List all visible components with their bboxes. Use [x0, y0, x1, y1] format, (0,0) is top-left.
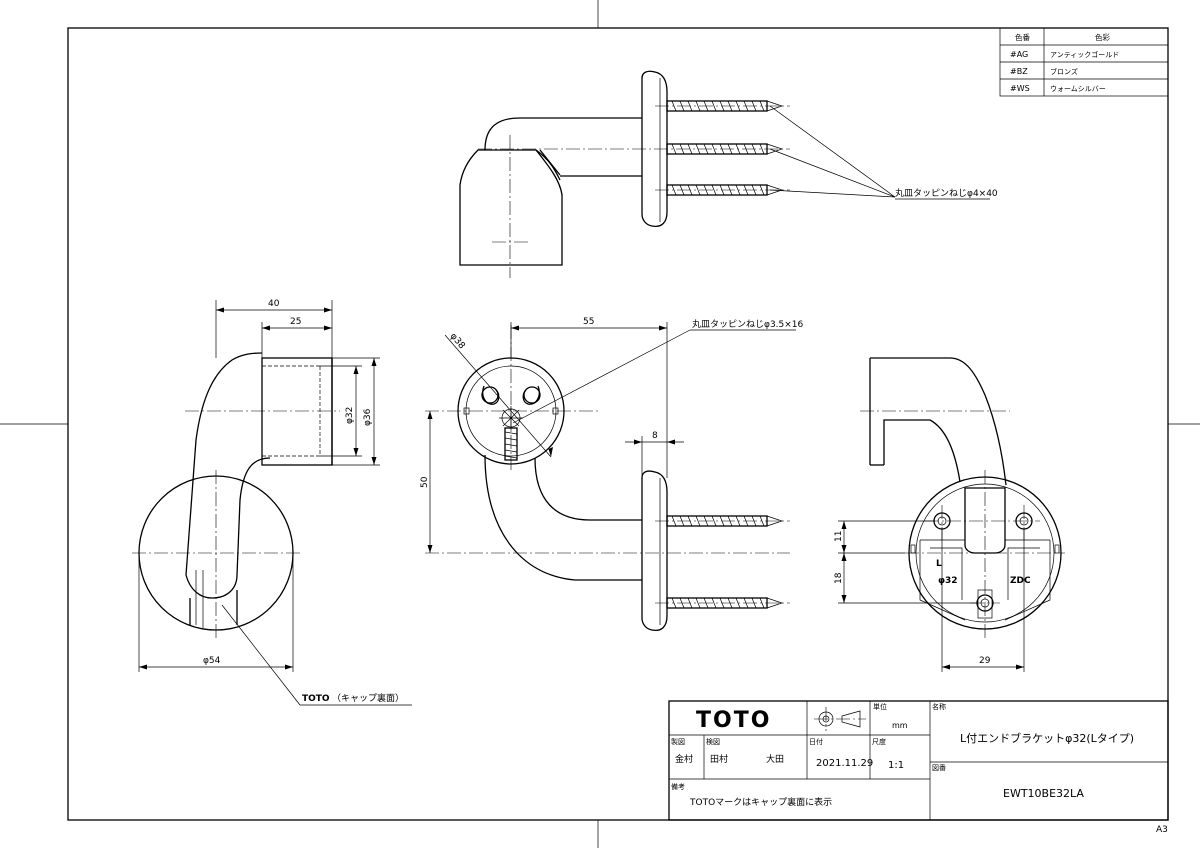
- color-name: ブロンズ: [1050, 67, 1078, 76]
- bottom-label-phi32: φ32: [938, 576, 958, 586]
- color-code: #WS: [1010, 84, 1030, 93]
- callout-toto-mark: TOTO: [302, 694, 330, 704]
- bottom-label-zdc: ZDC: [1010, 576, 1031, 586]
- role2-value-b: 大田: [766, 753, 784, 765]
- dimension-29: 29: [979, 656, 991, 666]
- dimension-8: 8: [652, 431, 658, 441]
- right-view: L φ32 ZDC 11 18 29: [834, 357, 1065, 672]
- unit-value: mm: [892, 721, 908, 730]
- projection-symbol-icon: [814, 707, 866, 731]
- callout-screw-large: 丸皿タッピンねじφ4×40: [895, 187, 998, 199]
- dimension-50: 50: [420, 476, 430, 488]
- dimension-40: 40: [268, 299, 280, 309]
- color-name: ウォームシルバー: [1050, 85, 1106, 93]
- color-code: #AG: [1010, 50, 1028, 59]
- title-block: TOTO 単位 mm 製図 金村 検図 田村 大田 日付 2021.11.29 …: [668, 700, 1169, 821]
- role1-label: 製図: [671, 737, 685, 746]
- callout-screw-small: 丸皿タッピンねじφ3.5×16: [692, 318, 804, 330]
- dimension-55: 55: [583, 317, 594, 327]
- color-table: 色番 色彩 #AG アンティックゴールド #BZ ブロンズ #WS ウォームシル…: [999, 27, 1169, 97]
- color-table-header-name: 色彩: [1095, 32, 1111, 42]
- color-name: アンティックゴールド: [1050, 50, 1119, 59]
- dimension-phi32: φ32: [345, 407, 355, 424]
- dimension-phi36: φ36: [363, 408, 373, 426]
- date-value: 2021.11.29: [816, 758, 873, 769]
- dimension-25: 25: [290, 317, 301, 327]
- color-code: #BZ: [1010, 67, 1028, 76]
- side-view-left: 40 25 φ32 φ36 φ54 TOTO （キャップ裏面）: [132, 299, 412, 706]
- scale-value: 1:1: [888, 760, 904, 771]
- drawing-no-label: 図番: [932, 764, 946, 772]
- scale-label: 尺度: [872, 737, 886, 746]
- color-table-header-code: 色番: [1015, 32, 1031, 42]
- drawing-no-value: EWT10BE32LA: [1003, 787, 1084, 800]
- date-label: 日付: [809, 737, 823, 746]
- callout-toto-note: （キャップ裏面）: [332, 692, 404, 704]
- name-value: L付エンドブラケットφ32(Lタイプ): [960, 731, 1134, 745]
- top-view: 丸皿タッピンねじφ4×40: [459, 70, 998, 278]
- dimension-phi54: φ54: [203, 656, 221, 666]
- remarks-value: TOTOマークはキャップ裏面に表示: [689, 796, 832, 808]
- role1-value: 金村: [675, 753, 693, 765]
- dimension-18: 18: [834, 572, 844, 584]
- front-view: φ38 55 8 50 丸皿タッピンねじφ3.5×16: [420, 317, 804, 632]
- role2-label: 検図: [706, 737, 720, 746]
- unit-label: 単位: [873, 702, 887, 711]
- bottom-label-L: L: [936, 559, 942, 569]
- remarks-label: 備考: [671, 782, 685, 791]
- name-label: 名称: [932, 702, 946, 711]
- dimension-11: 11: [834, 531, 844, 542]
- role2-value-a: 田村: [710, 753, 728, 765]
- toto-logo: TOTO: [696, 708, 771, 733]
- paper-size: A3: [1156, 825, 1168, 835]
